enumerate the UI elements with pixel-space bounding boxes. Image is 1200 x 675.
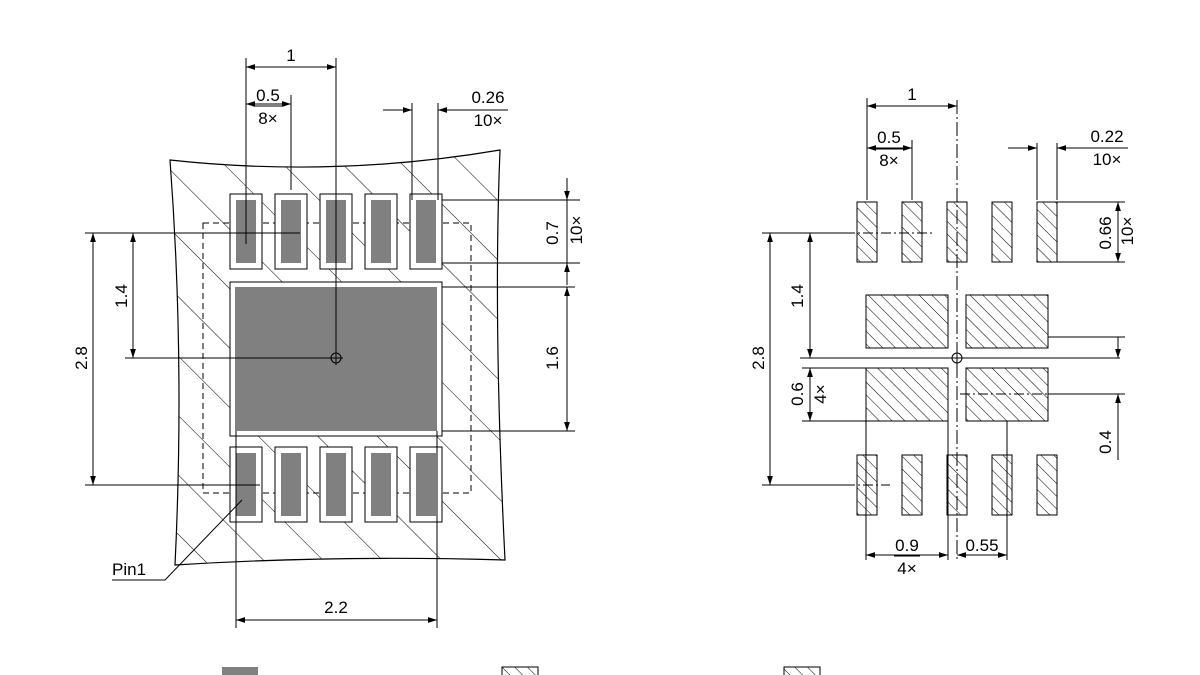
right-top-pad — [1036, 201, 1058, 263]
left-dimension-lines — [90, 64, 570, 623]
left-dim-pitch-total: 1 — [286, 46, 295, 65]
left-dim-center-pad-width: 2.2 — [324, 598, 348, 617]
left-dim-pitch-count: 8× — [258, 109, 277, 128]
copper-fill-swatch-icon — [222, 667, 258, 675]
left-dim-outer-height: 2.8 — [72, 346, 91, 370]
legend — [222, 666, 821, 675]
right-view: 1 0.5 8× 0.22 10× 0.66 10× 1.4 2.8 0.6 4… — [749, 85, 1137, 578]
right-dim-paste-height: 0.6 — [788, 382, 807, 406]
left-top-pad — [274, 193, 308, 270]
right-dim-paste-gap: 0.4 — [1096, 430, 1115, 454]
left-dim-pad-length-count: 10× — [567, 216, 586, 245]
right-center-mark-icon — [950, 351, 964, 365]
paste-window — [965, 294, 1049, 349]
right-dim-pad-length-count: 10× — [1118, 217, 1137, 246]
right-dimension-lines — [767, 103, 1128, 558]
right-top-pad — [991, 201, 1013, 263]
left-dim-pad-width: 0.26 — [471, 88, 504, 107]
left-dim-center-pad-height: 1.6 — [543, 346, 562, 370]
right-center-lines — [800, 100, 1120, 560]
right-dim-pad-width-count: 10× — [1093, 150, 1122, 169]
right-dim-pad-width: 0.22 — [1090, 127, 1123, 146]
right-dim-pad-length: 0.66 — [1096, 216, 1115, 249]
left-extension-lines — [85, 58, 580, 628]
right-top-pad — [856, 201, 878, 263]
left-bottom-pad — [274, 446, 308, 523]
left-bottom-pads — [229, 446, 443, 523]
right-dim-paste-height-count: 4× — [811, 384, 830, 403]
right-top-pads — [856, 201, 1058, 263]
left-dim-pitch: 0.5 — [256, 86, 280, 105]
left-bottom-pad — [364, 446, 398, 523]
right-bottom-pad — [901, 454, 923, 516]
pin1-leader-line — [112, 499, 243, 581]
left-view: 1 0.5 8× 0.26 10× 0.7 10× 1.4 2.8 1.6 2.… — [72, 46, 586, 628]
left-dim-pad-length: 0.7 — [543, 221, 562, 245]
pin1-label: Pin1 — [112, 560, 146, 579]
left-dim-row-offset: 1.4 — [112, 284, 131, 308]
right-dim-row-offset: 1.4 — [788, 284, 807, 308]
right-top-pad — [901, 201, 923, 263]
left-top-pad — [409, 193, 443, 270]
left-dim-pad-width-count: 10× — [474, 111, 503, 130]
sparse-hatch-swatch-icon — [501, 666, 539, 675]
right-dim-outer-height: 2.8 — [749, 346, 768, 370]
right-dim-pitch: 0.5 — [877, 128, 901, 147]
right-dim-paste-width-count: 4× — [897, 559, 916, 578]
right-bottom-pad — [1036, 454, 1058, 516]
paste-window — [865, 367, 949, 422]
right-extension-lines — [762, 98, 1125, 560]
right-dim-paste-offset: 0.55 — [965, 536, 998, 555]
left-bottom-pad — [319, 446, 353, 523]
right-dim-paste-width: 0.9 — [895, 536, 919, 555]
left-top-pad — [364, 193, 398, 270]
right-dim-pitch-total: 1 — [907, 85, 916, 104]
right-bottom-pad — [991, 454, 1013, 516]
paste-window — [865, 294, 949, 349]
dense-hatch-swatch-icon — [783, 666, 821, 675]
right-paste-windows — [865, 294, 1049, 422]
right-dim-pitch-count: 8× — [879, 151, 898, 170]
